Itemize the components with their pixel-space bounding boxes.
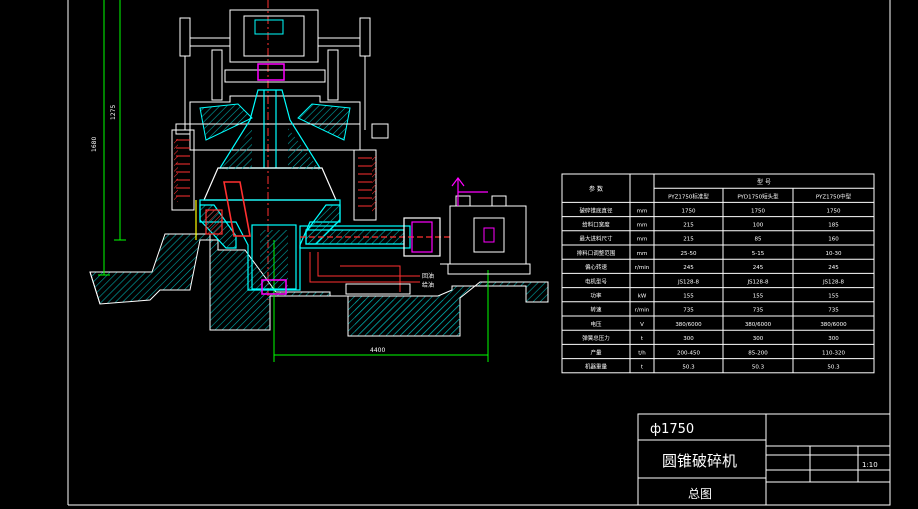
table-cell: 215 (683, 237, 694, 243)
dimension-lines (98, 0, 489, 362)
upper-housing (189, 95, 361, 151)
table-row-name: 转速 (590, 306, 602, 314)
table-cell: 245 (753, 265, 764, 271)
table-cell: 245 (828, 265, 839, 271)
table-cell: 735 (753, 308, 764, 314)
table-cell: 185 (828, 223, 839, 229)
crushing-cone (203, 89, 337, 201)
bowl-adjust-right (371, 123, 389, 139)
table-row-unit: mm (637, 237, 648, 243)
table-cell: 300 (753, 336, 764, 342)
dim-width-base: 4400 (370, 347, 385, 354)
table-row-name: 排料口调整范围 (577, 249, 616, 257)
lift-arrow (451, 177, 488, 206)
drive-motor (440, 195, 531, 275)
table-row-unit: t/h (638, 350, 646, 356)
motor-coupling-magenta (257, 63, 285, 81)
table-cell: JS128-8 (677, 279, 700, 285)
table-row-unit: t (641, 336, 644, 342)
table-row-name: 弹簧总压力 (582, 334, 610, 342)
table-cell: 735 (683, 308, 694, 314)
horizontal-drive-shaft (299, 217, 450, 257)
title-sheet: 总图 (688, 487, 712, 501)
table-header-param: 参 数 (589, 185, 603, 193)
table-cell: 215 (683, 223, 694, 229)
table-cell: 85-200 (748, 350, 768, 356)
foundation (89, 233, 549, 337)
title-name: 圆锥破碎机 (662, 452, 737, 470)
oil-connector (345, 283, 411, 295)
table-cell: 155 (753, 294, 764, 300)
table-row-name: 最大进料尺寸 (579, 235, 613, 243)
table-cell: 50.3 (752, 365, 765, 371)
top-drive-assembly (179, 9, 371, 130)
table-cell: 160 (828, 237, 839, 243)
table-row-unit: V (640, 322, 644, 328)
dim-height-total: 1680 (91, 137, 98, 152)
leader-feed-oil: 给油 (422, 281, 434, 289)
eccentric-bush (261, 279, 287, 295)
table-model-name: PYZ1750标准型 (668, 192, 709, 200)
table-cell: 110-320 (822, 350, 845, 356)
table-cell: 1750 (682, 208, 696, 214)
table-cell: 50.3 (682, 365, 695, 371)
table-row-name: 破碎锥底直径 (579, 206, 613, 214)
spring-left (171, 129, 195, 211)
table-cell: JS128-8 (822, 279, 845, 285)
table-cell: 5-15 (752, 251, 765, 257)
table-cell: 200-450 (677, 350, 700, 356)
table-cell: 380/6000 (745, 322, 772, 328)
table-row-unit: r/min (635, 265, 650, 271)
table-row-unit: mm (637, 223, 648, 229)
table-row-unit: r/min (635, 308, 650, 314)
table-row-name: 给料口宽度 (582, 221, 610, 229)
table-row-unit: mm (637, 251, 648, 257)
parameter-table: 参 数 型 号 PYZ1750标准型 PYD1750短头型 PYZ1750中型破碎锥底直… (561, 173, 875, 374)
table-cell: 245 (683, 265, 694, 271)
table-cell: 1750 (827, 208, 841, 214)
table-cell: 1750 (751, 208, 765, 214)
table-row-name: 偏心转速 (585, 263, 608, 271)
table-row-name: 机器重量 (585, 363, 608, 371)
table-cell: 300 (683, 336, 694, 342)
table-row-name: 电压 (590, 320, 602, 328)
table-cell: 50.3 (827, 365, 840, 371)
table-cell: 25-50 (681, 251, 697, 257)
table-row-unit: mm (637, 208, 648, 214)
table-header-models: 型 号 (757, 178, 771, 186)
table-cell: 380/6000 (820, 322, 847, 328)
table-cell: JS128-8 (746, 279, 769, 285)
dim-height-upper: 1275 (110, 105, 117, 120)
bowl-adjust-left (175, 123, 191, 135)
spring-right (353, 149, 377, 221)
table-cell: 10-30 (826, 251, 842, 257)
table-model-name: PYD1750短头型 (737, 192, 779, 200)
table-row-name: 电机型号 (585, 277, 608, 285)
table-cell: 155 (683, 294, 694, 300)
table-cell: 155 (828, 294, 839, 300)
oil-pipes (309, 252, 420, 292)
table-model-name: PYZ1750中型 (816, 192, 852, 200)
title-block (637, 413, 891, 506)
table-cell: 735 (828, 308, 839, 314)
table-row-name: 产量 (590, 348, 602, 356)
table-row-unit: t (641, 365, 644, 371)
table-cell: 100 (753, 223, 764, 229)
table-cell: 300 (828, 336, 839, 342)
table-row-name: 功率 (590, 292, 602, 300)
title-spec: ф1750 (650, 422, 694, 437)
title-scale: 1:10 (862, 461, 878, 469)
table-cell: 85 (755, 237, 762, 243)
table-cell: 380/6000 (675, 322, 702, 328)
leader-return-oil: 回油 (422, 272, 434, 280)
table-row-unit: kW (638, 294, 647, 300)
